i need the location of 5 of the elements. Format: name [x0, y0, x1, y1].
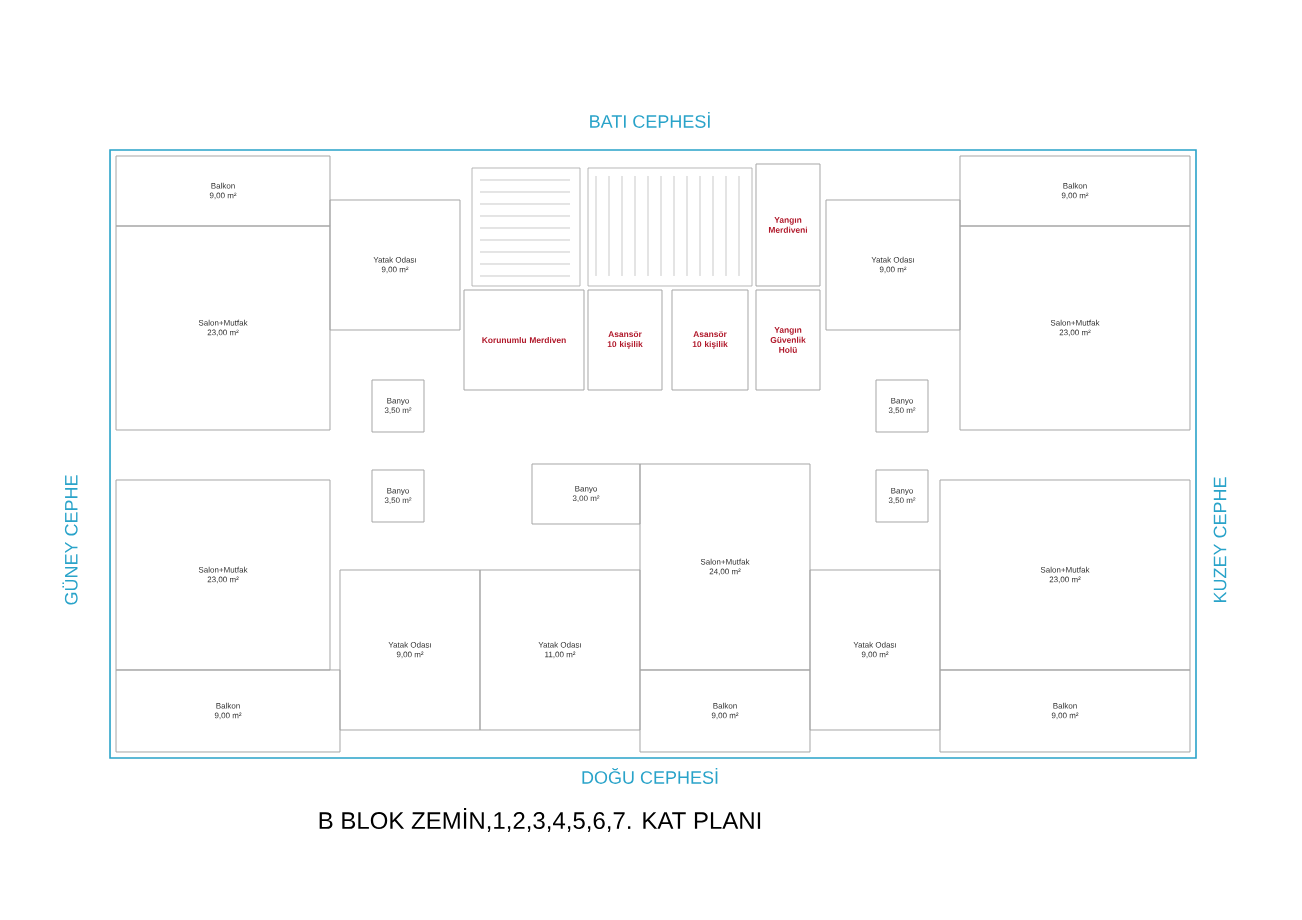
facade-label: GÜNEY CEPHE — [62, 475, 78, 605]
title: B BLOK ZEMİN,1,2,3,4,5,6,7. KAT PLANI — [319, 808, 761, 832]
facade-label: DOĞU CEPHESİ — [582, 768, 718, 784]
facade-label: KUZEY CEPHE — [1213, 477, 1227, 603]
facade-label: BATI CEPHESİ — [590, 112, 710, 128]
